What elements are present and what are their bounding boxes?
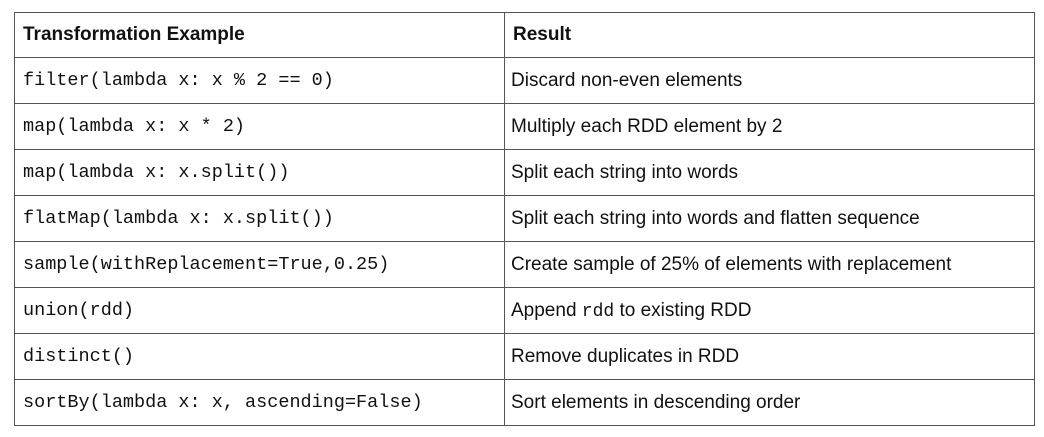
transformation-cell: filter(lambda x: x % 2 == 0)	[14, 57, 505, 104]
table-row: union(rdd) Append rdd to existing RDD	[14, 287, 1035, 334]
transformation-cell: distinct()	[14, 333, 505, 380]
result-text-prefix: Append	[511, 299, 582, 321]
result-cell: Create sample of 25% of elements with re…	[504, 241, 1035, 288]
table-row: map(lambda x: x.split()) Split each stri…	[14, 149, 1035, 196]
transformations-table-container: Transformation Example Result filter(lam…	[14, 12, 1035, 426]
header-transformation-example: Transformation Example	[14, 12, 505, 58]
transformation-cell: map(lambda x: x * 2)	[14, 103, 505, 150]
header-result: Result	[504, 12, 1035, 58]
table-row: flatMap(lambda x: x.split()) Split each …	[14, 195, 1035, 242]
table-row: map(lambda x: x * 2) Multiply each RDD e…	[14, 103, 1035, 150]
result-cell: Append rdd to existing RDD	[504, 287, 1035, 334]
result-inline-code: rdd	[581, 301, 615, 322]
table-row: distinct() Remove duplicates in RDD	[14, 333, 1035, 380]
result-cell: Sort elements in descending order	[504, 379, 1035, 426]
transformation-cell: union(rdd)	[14, 287, 505, 334]
transformation-cell: map(lambda x: x.split())	[14, 149, 505, 196]
transformation-cell: sample(withReplacement=True,0.25)	[14, 241, 505, 288]
transformation-cell: sortBy(lambda x: x, ascending=False)	[14, 379, 505, 426]
table-row: sample(withReplacement=True,0.25) Create…	[14, 241, 1035, 288]
table-row: filter(lambda x: x % 2 == 0) Discard non…	[14, 57, 1035, 104]
result-cell: Multiply each RDD element by 2	[504, 103, 1035, 150]
transformations-table: Transformation Example Result filter(lam…	[14, 12, 1035, 426]
table-row: sortBy(lambda x: x, ascending=False) Sor…	[14, 379, 1035, 426]
result-text-suffix: to existing RDD	[614, 299, 752, 321]
transformation-cell: flatMap(lambda x: x.split())	[14, 195, 505, 242]
result-cell: Discard non-even elements	[504, 57, 1035, 104]
table-header-row: Transformation Example Result	[14, 12, 1035, 58]
result-cell: Split each string into words	[504, 149, 1035, 196]
result-cell: Split each string into words and flatten…	[504, 195, 1035, 242]
result-cell: Remove duplicates in RDD	[504, 333, 1035, 380]
